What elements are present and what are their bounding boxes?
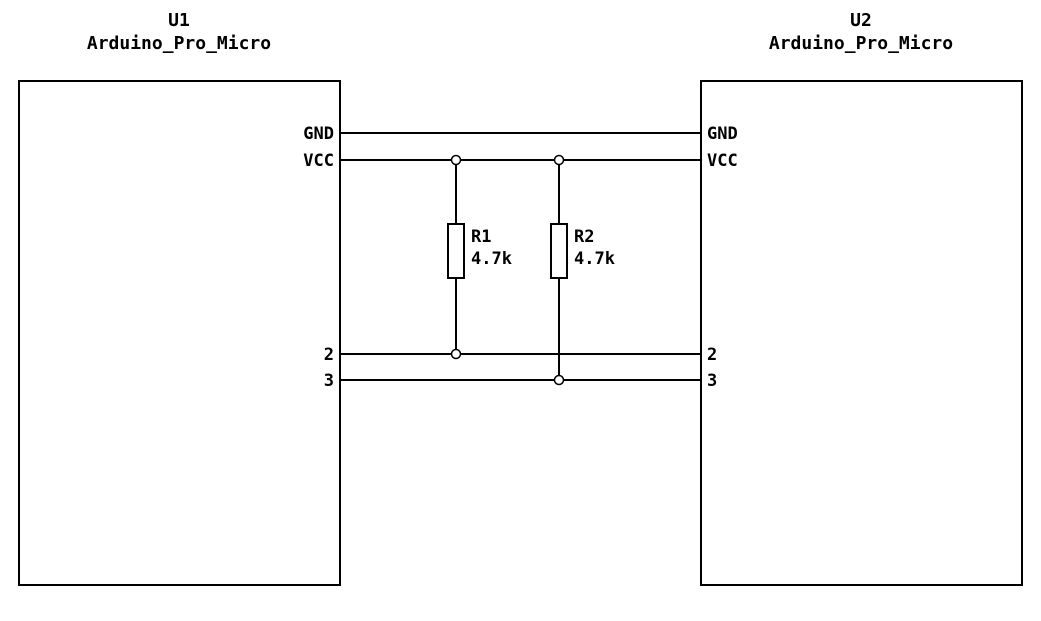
u2-reference-label: U2 <box>850 10 872 31</box>
u2-pin-gnd-label: GND <box>707 124 738 144</box>
r1-value-label: 4.7k <box>471 249 512 269</box>
wires <box>340 132 701 381</box>
component-r2: R2 4.7k <box>550 160 615 380</box>
junction-dot-r2-line3 <box>553 374 565 386</box>
u1-value-label: Arduino_Pro_Micro <box>87 33 271 54</box>
u1-pin-3-label: 3 <box>324 371 334 391</box>
u2-body <box>700 80 1023 586</box>
u2-pin-3-label: 3 <box>707 371 717 391</box>
u2-pin-2-label: 2 <box>707 345 717 365</box>
u1-body <box>18 80 341 586</box>
junctions <box>450 154 565 386</box>
junction-dot-r1-vcc <box>450 154 462 166</box>
r2-reference-label: R2 <box>574 227 594 247</box>
u1-pin-gnd-label: GND <box>303 124 334 144</box>
component-r1: R1 4.7k <box>447 160 512 354</box>
component-u2: U2 Arduino_Pro_Micro GND VCC 2 3 <box>700 10 1023 586</box>
r2-value-label: 4.7k <box>574 249 615 269</box>
u2-value-label: Arduino_Pro_Micro <box>769 33 953 54</box>
u1-pin-2-label: 2 <box>324 345 334 365</box>
u1-pin-vcc-label: VCC <box>303 151 334 171</box>
component-u1: U1 Arduino_Pro_Micro GND VCC 2 3 <box>18 10 341 586</box>
junction-dot-r1-line2 <box>450 348 462 360</box>
junction-dot-r2-vcc <box>553 154 565 166</box>
u1-reference-label: U1 <box>168 10 190 31</box>
r2-body <box>550 223 568 279</box>
r1-body <box>447 223 465 279</box>
u2-pin-vcc-label: VCC <box>707 151 738 171</box>
r1-reference-label: R1 <box>471 227 491 247</box>
